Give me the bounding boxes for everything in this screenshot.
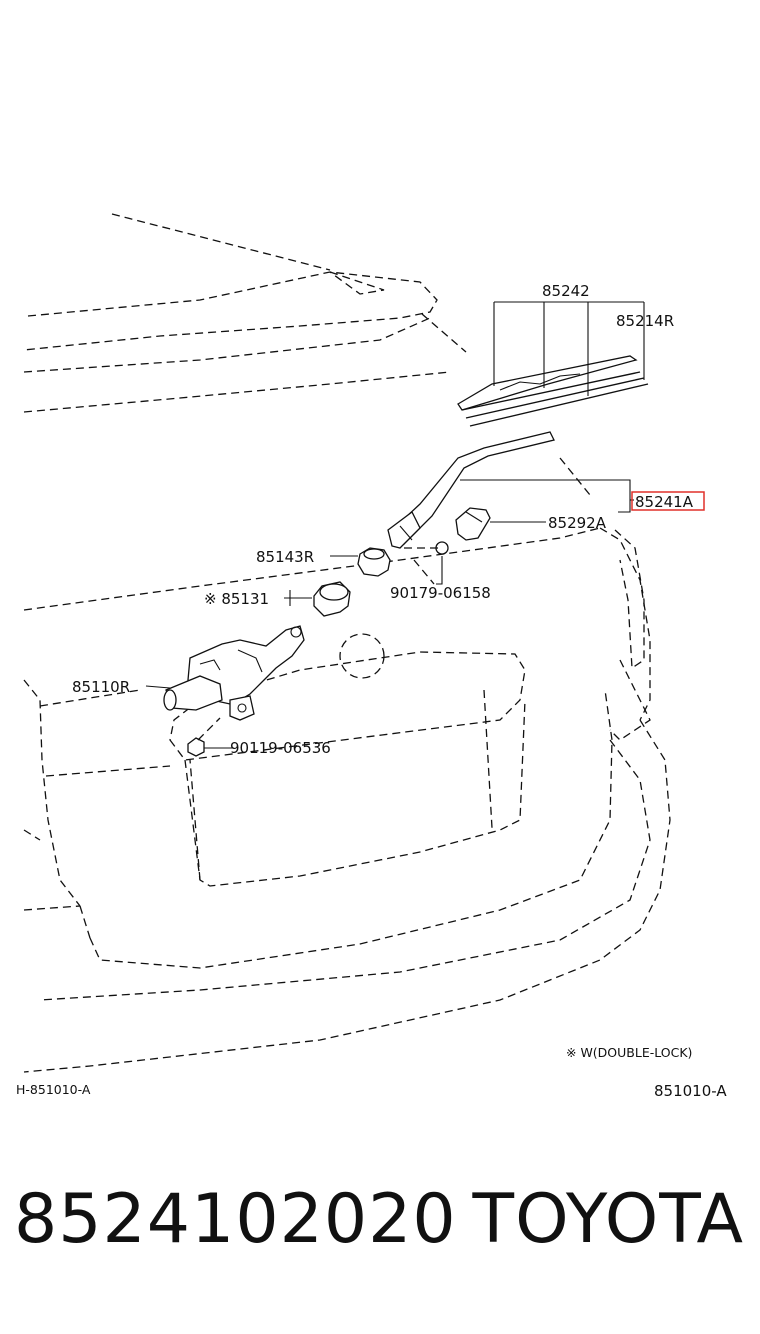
highlight-box-85241A (631, 491, 705, 511)
diagram-code-right: 851010-A (654, 1082, 727, 1100)
label-85241A: 85241A (635, 493, 694, 511)
footer: 8524102020 TOYOTA (0, 1180, 760, 1300)
label-85143R: 85143R (256, 548, 314, 566)
parts-diagram: 85242 85214R 85241A 85292A 85143R 90179-… (16, 213, 727, 1100)
label-90179-06158: 90179-06158 (390, 584, 491, 602)
label-85131: ※ 85131 (204, 590, 269, 608)
car-body-outline (23, 213, 671, 1073)
leaders-85242 (493, 301, 645, 396)
arm-cap (455, 507, 546, 541)
note-double-lock: ※ W(DOUBLE-LOCK) (566, 1045, 692, 1060)
nut (404, 541, 449, 585)
wiper-arm (387, 431, 555, 549)
label-85292A: 85292A (548, 514, 607, 532)
part-number: 8524102020 (14, 1180, 457, 1259)
wiper-blade (457, 355, 649, 427)
leaders-85241A (460, 479, 634, 513)
label-85214R: 85214R (616, 312, 674, 330)
wiper-motor (145, 625, 305, 721)
brand-name: TOYOTA (472, 1180, 744, 1259)
bolt (187, 717, 234, 757)
pivot-cap (330, 547, 391, 577)
label-85242: 85242 (542, 282, 590, 300)
diagram-code-left: H-851010-A (16, 1082, 91, 1097)
label-90119-06536: 90119-06536 (230, 739, 331, 757)
label-85110R: 85110R (72, 678, 130, 696)
grommet (284, 581, 351, 617)
